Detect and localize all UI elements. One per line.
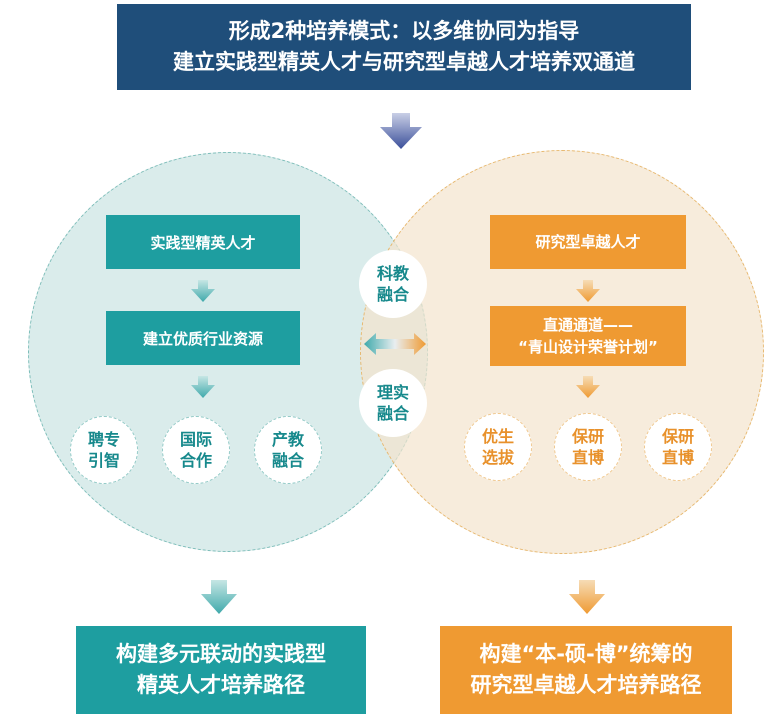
bidirectional-arrow-icon (364, 333, 426, 355)
research-path-box: 构建“本-硕-博”统筹的 研究型卓越人才培养路径 (440, 626, 732, 714)
middle-top-line1: 科教 (376, 264, 409, 283)
right-sub-circle-1: 优生 选拔 (464, 413, 532, 481)
left-sub-circle-1: 聘专 引智 (70, 416, 138, 484)
left-sub-circle-3-line2: 融合 (271, 451, 304, 470)
research-talent-title: 研究型卓越人才 (490, 215, 686, 269)
middle-bottom-line2: 融合 (376, 404, 409, 423)
header-line-2: 建立实践型精英人才与研究型卓越人才培养双通道 (173, 50, 635, 74)
practice-path-line2: 精英人才培养路径 (137, 673, 305, 697)
header-line-1: 形成2种培养模式：以多维协同为指导 (228, 19, 580, 43)
industry-resource-box: 建立优质行业资源 (106, 311, 300, 365)
left-sub-circle-3: 产教 融合 (254, 416, 322, 484)
left-sub-circle-1-line1: 聘专 (87, 430, 120, 449)
left-sub-circle-3-line1: 产教 (271, 430, 304, 449)
research-path-line2: 研究型卓越人才培养路径 (470, 673, 702, 697)
right-sub-circle-3-line1: 保研 (661, 427, 694, 446)
practice-path-line1: 构建多元联动的实践型 (116, 642, 326, 666)
left-sub-circle-2-line1: 国际 (179, 430, 212, 449)
middle-bottom-circle: 理实 融合 (359, 369, 427, 437)
direct-channel-line2: “青山设计荣誉计划” (518, 338, 658, 356)
right-sub-circle-2-line2: 直博 (571, 448, 604, 467)
practice-path-box: 构建多元联动的实践型 精英人才培养路径 (76, 626, 366, 714)
bottom-right-down-arrow-icon (569, 580, 605, 614)
right-sub-circle-2: 保研 直博 (554, 413, 622, 481)
middle-top-line2: 融合 (376, 285, 409, 304)
left-sub-circle-1-line2: 引智 (87, 451, 120, 470)
right-sub-circle-1-line1: 优生 (481, 427, 514, 446)
middle-top-circle: 科教 融合 (359, 250, 427, 318)
header-down-arrow-icon (380, 113, 422, 149)
bottom-left-down-arrow-icon (201, 580, 237, 614)
research-path-line1: 构建“本-硕-博”统筹的 (479, 642, 693, 666)
right-sub-circle-2-line1: 保研 (571, 427, 604, 446)
middle-bottom-line1: 理实 (376, 383, 409, 402)
direct-channel-line1: 直通通道—— (542, 316, 633, 334)
left-down-arrow-icon-1 (191, 280, 215, 302)
practice-talent-title: 实践型精英人才 (106, 215, 300, 269)
direct-channel-box: 直通通道—— “青山设计荣誉计划” (490, 306, 686, 366)
right-sub-circle-1-line2: 选拔 (481, 448, 514, 467)
left-sub-circle-2-line2: 合作 (179, 451, 212, 470)
header-banner: 形成2种培养模式：以多维协同为指导 建立实践型精英人才与研究型卓越人才培养双通道 (117, 4, 691, 90)
left-sub-circle-2: 国际 合作 (162, 416, 230, 484)
right-sub-circle-3-line2: 直博 (661, 448, 694, 467)
right-sub-circle-3: 保研 直博 (644, 413, 712, 481)
right-down-arrow-icon-1 (576, 280, 600, 302)
right-down-arrow-icon-2 (576, 376, 600, 398)
left-down-arrow-icon-2 (191, 376, 215, 398)
